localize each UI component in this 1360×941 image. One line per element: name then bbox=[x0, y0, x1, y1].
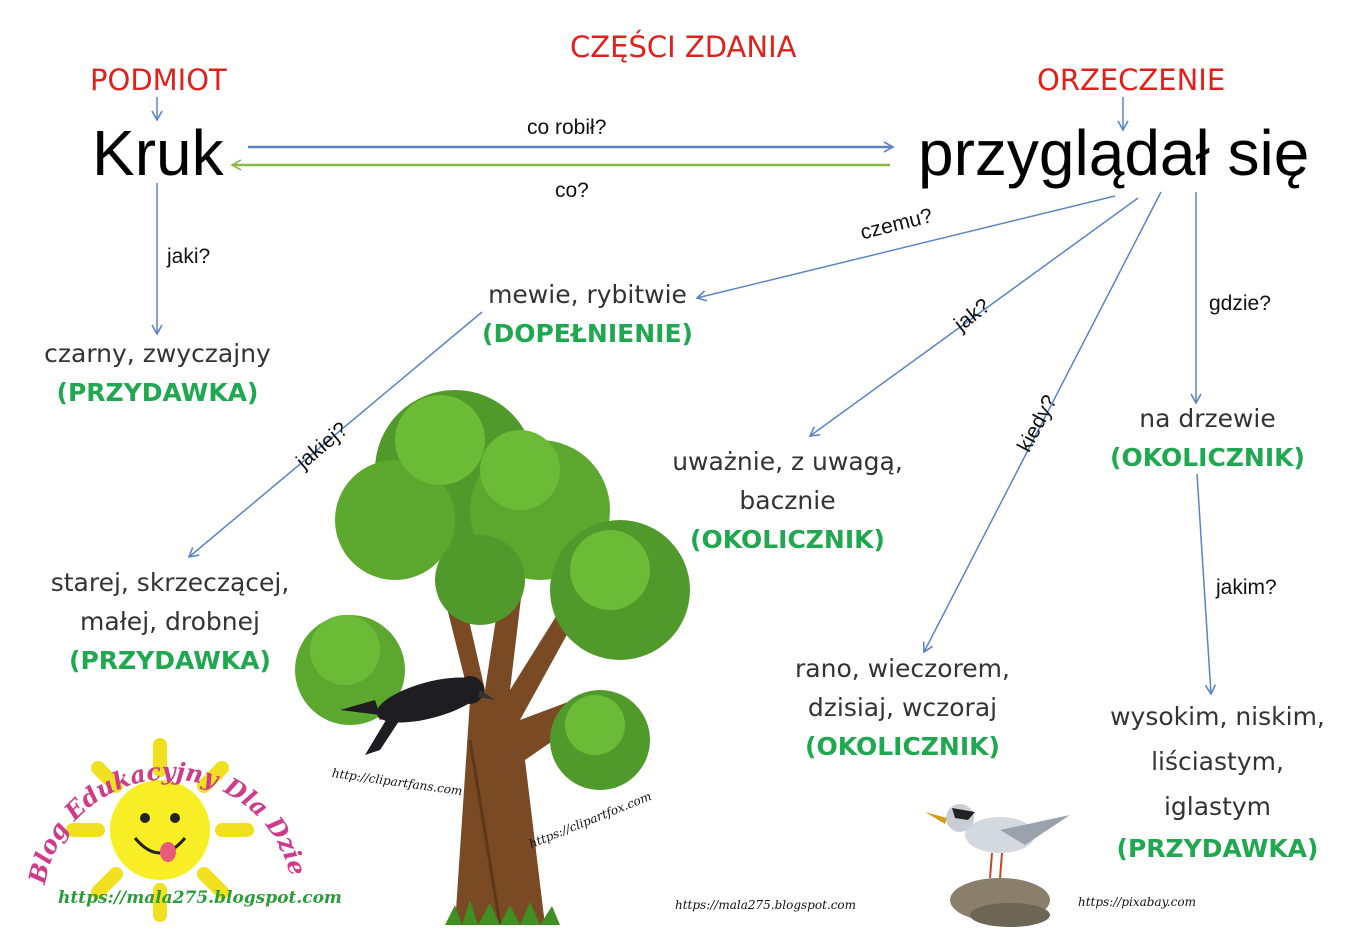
question-jaki: jaki? bbox=[167, 245, 211, 268]
arrow-jak bbox=[808, 197, 1139, 437]
question-gdzie: gdzie? bbox=[1209, 292, 1271, 315]
node-text-line: liściastym, bbox=[1151, 747, 1284, 776]
node-okolicznik-sposobu: uważnie, z uwagą, bacznie (OKOLICZNIK) bbox=[640, 442, 935, 559]
credit-pixabay: https://pixabay.com bbox=[1078, 895, 1196, 909]
page-title: CZĘŚCI ZDANIA bbox=[570, 30, 797, 64]
grass bbox=[445, 900, 560, 925]
node-tag: (DOPEŁNIENIE) bbox=[482, 319, 693, 348]
node-dopelnienie: mewie, rybitwie (DOPEŁNIENIE) bbox=[450, 275, 725, 353]
node-tag: (OKOLICZNIK) bbox=[1110, 443, 1305, 472]
node-okolicznik-czasu: rano, wieczorem, dzisiaj, wczoraj (OKOLI… bbox=[760, 649, 1045, 766]
node-przydawka-drzewie: wysokim, niskim, liściastym, iglastym (P… bbox=[1085, 694, 1350, 869]
credit-blog: https://mala275.blogspot.com bbox=[675, 898, 857, 912]
sun-logo bbox=[66, 738, 254, 922]
arrow-czemu bbox=[695, 195, 1116, 302]
subject-word: Kruk bbox=[92, 117, 224, 189]
logo-url: https://mala275.blogspot.com bbox=[58, 888, 342, 908]
tern-bird bbox=[925, 804, 1070, 927]
node-text-line: starej, skrzeczącej, bbox=[50, 568, 290, 597]
node-text-line: uważnie, z uwagą, bbox=[672, 447, 903, 476]
node-tag: (PRZYDAWKA) bbox=[69, 646, 271, 675]
node-tag: (OKOLICZNIK) bbox=[690, 525, 885, 554]
node-tag: (PRZYDAWKA) bbox=[56, 378, 259, 407]
node-tag: (PRZYDAWKA) bbox=[1116, 834, 1319, 863]
node-text-line: rano, wieczorem, bbox=[795, 654, 1010, 683]
crow-bird bbox=[340, 676, 495, 755]
arrow-jakiej bbox=[187, 311, 483, 559]
svg-text:Blog Edukacyjny Dla Dzieci: Blog Edukacyjny Dla Dzieci bbox=[0, 0, 313, 887]
node-text-line: mewie, rybitwie bbox=[488, 280, 687, 309]
node-text-line: małej, drobnej bbox=[80, 607, 260, 636]
node-okolicznik-miejsca: na drzewie (OKOLICZNIK) bbox=[1090, 399, 1325, 477]
node-text-line: wysokim, niskim, bbox=[1110, 702, 1325, 731]
node-przydawka-kruk: czarny, zwyczajny (PRZYDAWKA) bbox=[20, 334, 295, 412]
question-jakim: jakim? bbox=[1216, 576, 1277, 599]
node-przydawka-mewie: starej, skrzeczącej, małej, drobnej (PRZ… bbox=[25, 563, 315, 680]
tree-foliage bbox=[295, 390, 690, 790]
node-tag: (OKOLICZNIK) bbox=[805, 732, 1000, 761]
node-text-line: czarny, zwyczajny bbox=[44, 339, 271, 368]
node-text-line: iglastym bbox=[1163, 792, 1272, 821]
predicate-tag: ORZECZENIE bbox=[1037, 63, 1226, 97]
question-co-robil: co robił? bbox=[527, 116, 607, 139]
arrow-jakim bbox=[1196, 473, 1217, 696]
node-text-line: na drzewie bbox=[1139, 404, 1276, 433]
question-co: co? bbox=[555, 179, 589, 202]
node-text-line: bacznie bbox=[739, 486, 836, 515]
node-text-line: dzisiaj, wczoraj bbox=[807, 693, 998, 722]
predicate-word: przyglądał się bbox=[918, 117, 1310, 189]
arrow-kiedy bbox=[922, 191, 1162, 654]
subject-tag: PODMIOT bbox=[90, 63, 227, 97]
